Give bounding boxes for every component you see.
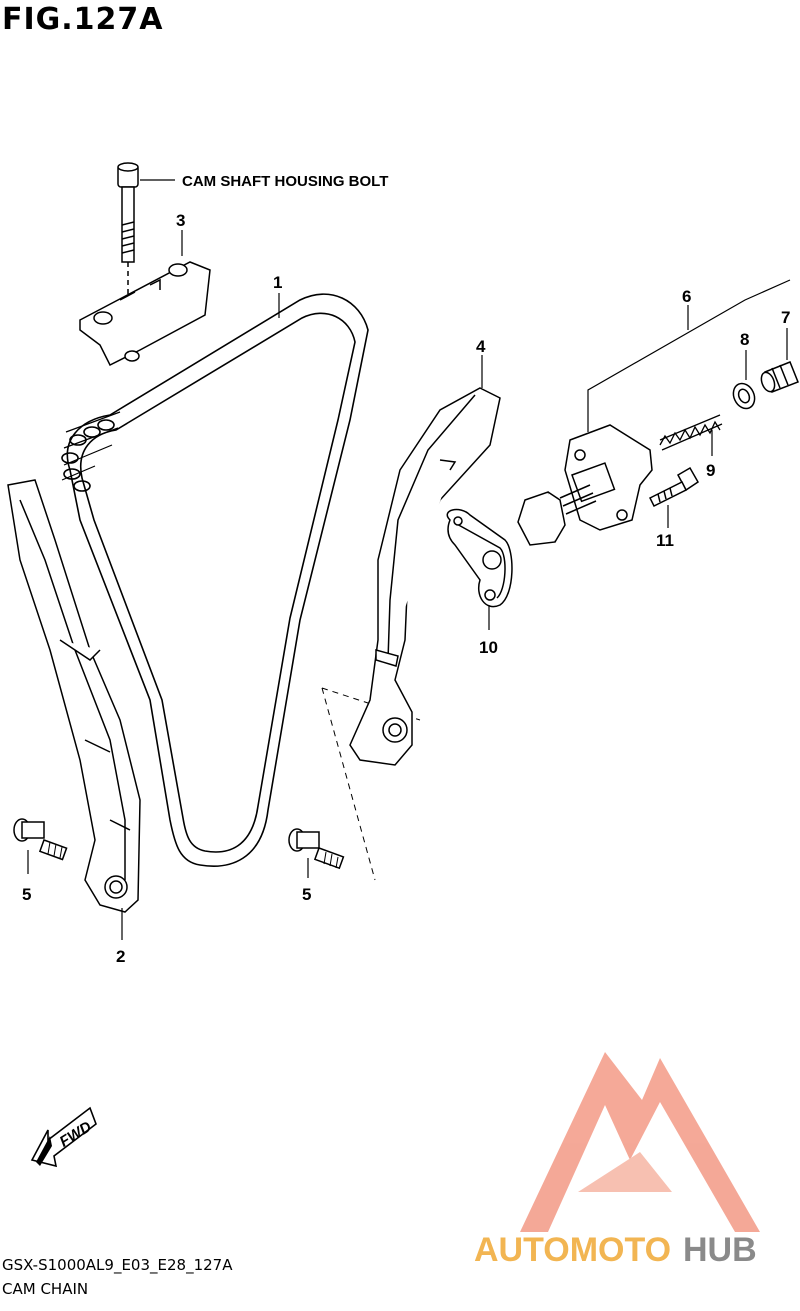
callout-1: 1 xyxy=(273,273,282,292)
chain-tensioner-assy xyxy=(517,424,653,546)
callout-5-right: 5 xyxy=(302,885,311,904)
tensioner-spring xyxy=(659,414,723,451)
tensioner-washer xyxy=(732,382,756,410)
callout-10: 10 xyxy=(479,638,498,657)
pivot-bolt-left xyxy=(13,818,68,861)
callout-11: 11 xyxy=(656,531,674,550)
callout-3: 3 xyxy=(176,211,185,230)
watermark-logo xyxy=(520,1052,760,1232)
callout-8: 8 xyxy=(740,330,749,349)
callout-6: 6 xyxy=(682,287,691,306)
figure-title: FIG.127A xyxy=(2,2,164,37)
callout-4: 4 xyxy=(476,337,486,356)
cam-chain xyxy=(61,293,369,867)
fwd-arrow-icon xyxy=(30,1106,97,1168)
footer-model-code: GSX-S1000AL9_E03_E28_127A xyxy=(2,1256,233,1274)
watermark-brand-a: AUTOMOTO xyxy=(474,1231,671,1269)
label-cam-shaft-housing-bolt: CAM SHAFT HOUSING BOLT xyxy=(182,173,388,190)
chain-tensioner-guide xyxy=(349,387,501,766)
tensioner-gasket xyxy=(446,508,513,608)
callout-9: 9 xyxy=(706,461,715,480)
tensioner-cap-bolt xyxy=(760,361,799,393)
callout-5-left: 5 xyxy=(22,885,31,904)
chain-guide-left xyxy=(7,479,141,913)
pivot-bolt-right xyxy=(288,828,345,870)
tensioner-mount-bolt xyxy=(648,466,699,508)
footer-figure-name: CAM CHAIN xyxy=(2,1280,89,1298)
chain-guide-upper xyxy=(79,261,211,367)
watermark-brand-b: HUB xyxy=(683,1231,757,1269)
callout-2: 2 xyxy=(116,947,125,966)
callout-7: 7 xyxy=(781,308,790,327)
